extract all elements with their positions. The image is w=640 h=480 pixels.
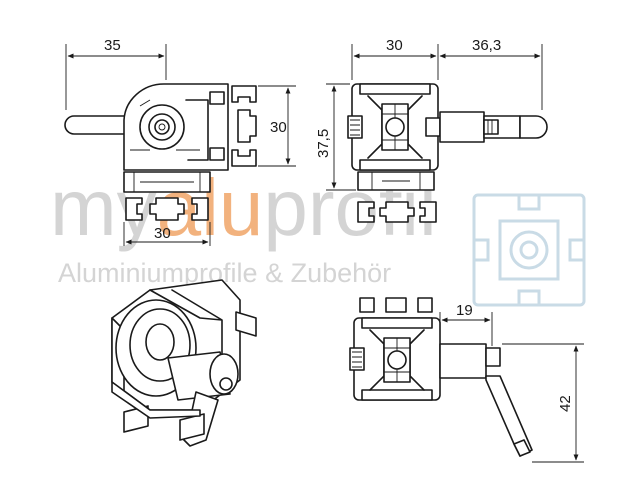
- front-view-dimensions: 30 36,3 37,5: [315, 37, 543, 191]
- isometric-view: [111, 279, 257, 447]
- side-view: [64, 83, 257, 221]
- dim-top-base: 30: [154, 225, 171, 242]
- dim-front-width: 30: [386, 37, 403, 54]
- dim-front-height: 37,5: [315, 129, 332, 158]
- dim-front-handle: 36,3: [472, 37, 501, 54]
- dim-bottom-handle-drop: 42: [557, 395, 574, 412]
- dim-top-width: 35: [104, 37, 121, 54]
- dim-top-height: 30: [270, 119, 287, 136]
- bottom-view-dimensions: 19 42: [439, 302, 584, 463]
- watermark-profile-logo-icon: [472, 193, 586, 307]
- dim-bottom-offset: 19: [456, 302, 473, 319]
- front-view: [347, 83, 548, 223]
- side-view-dimensions: 35 30 30: [65, 37, 296, 246]
- bottom-view: [349, 297, 533, 457]
